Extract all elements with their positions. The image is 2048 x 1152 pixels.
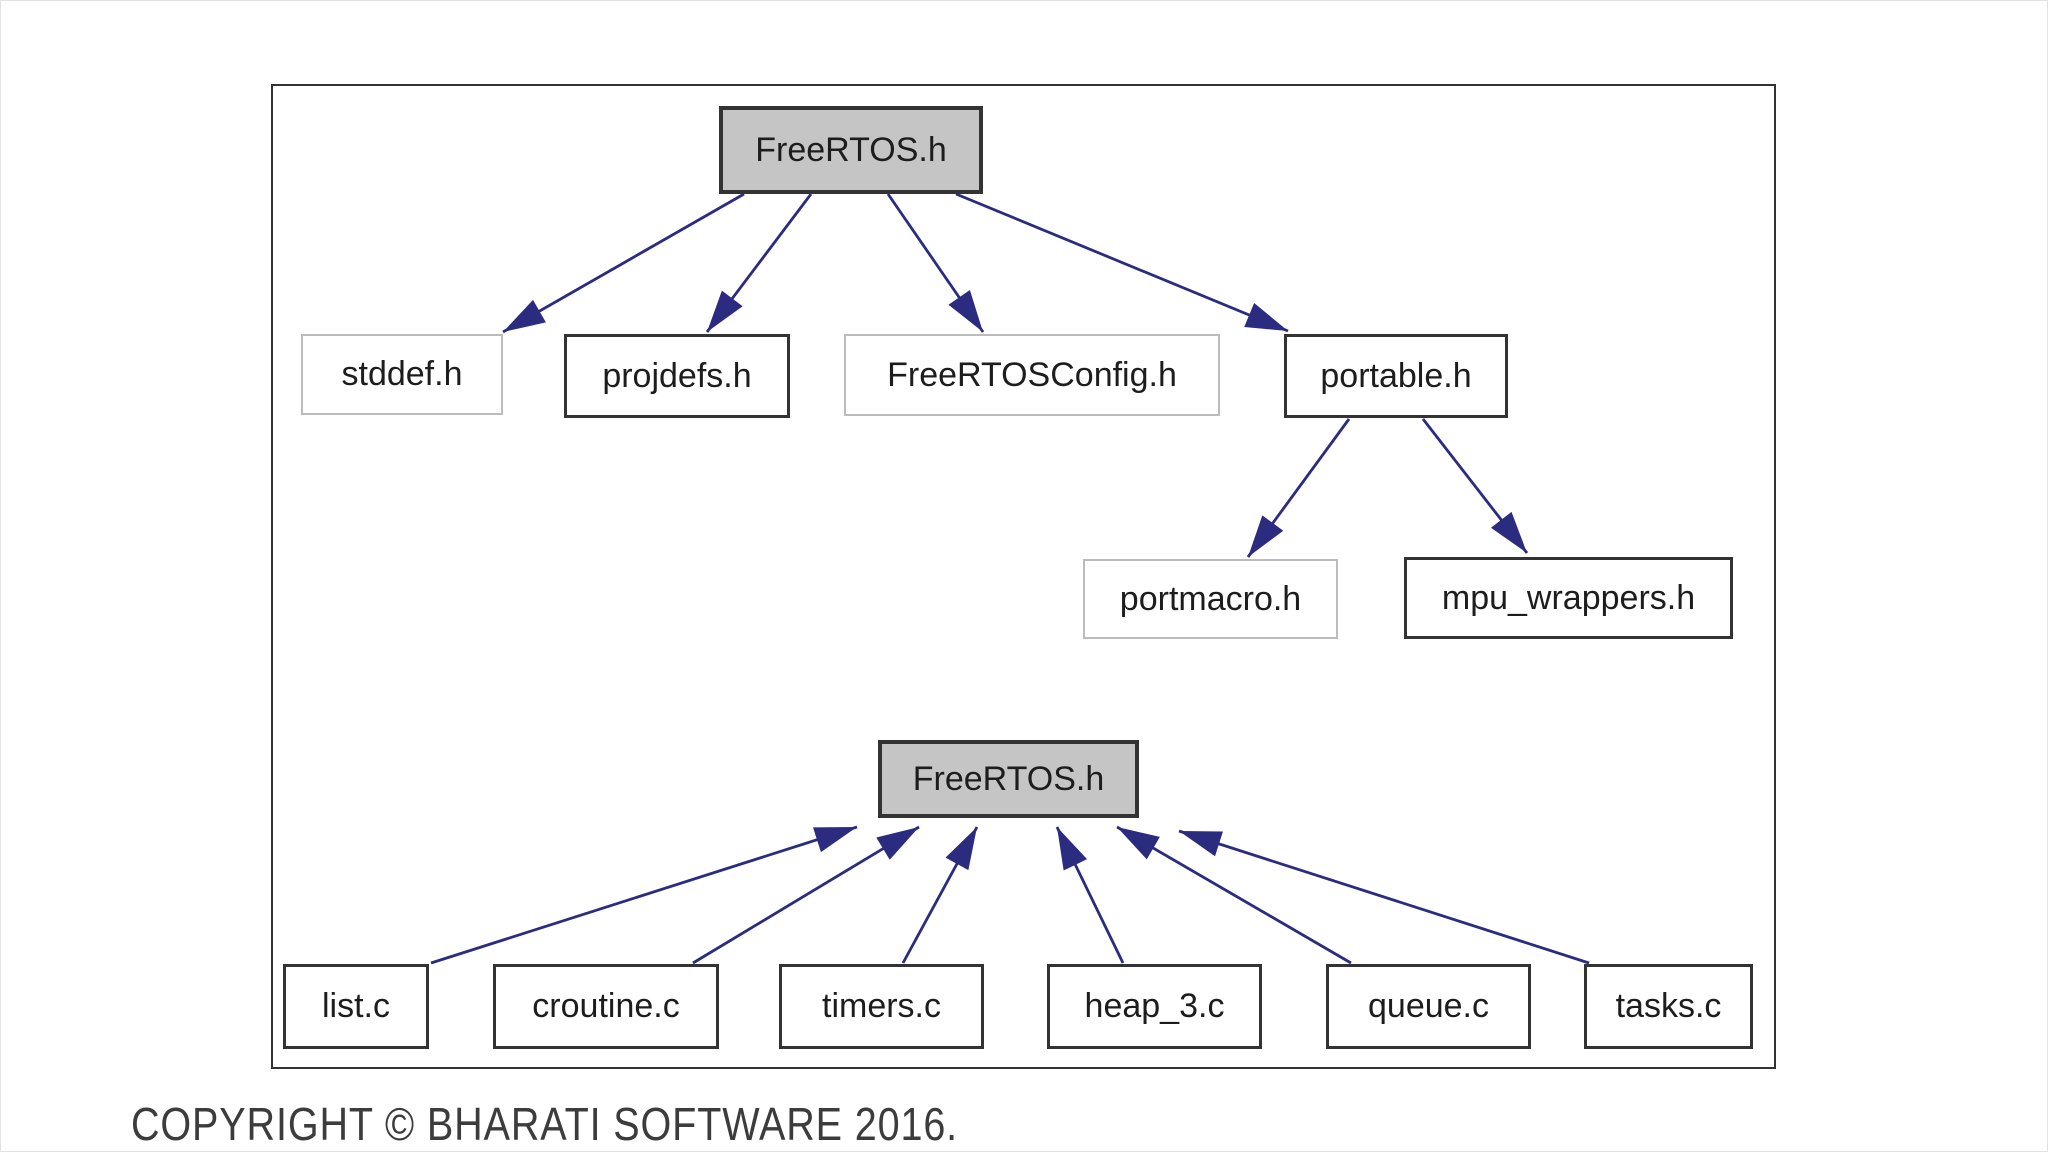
node-projdefs-h[interactable]: projdefs.h (564, 334, 790, 418)
node-freertos-h-top[interactable]: FreeRTOS.h (719, 106, 983, 194)
node-freertosconfig-h[interactable]: FreeRTOSConfig.h (844, 334, 1220, 416)
node-stddef-h[interactable]: stddef.h (301, 334, 503, 415)
node-mpu-wrappers-h[interactable]: mpu_wrappers.h (1404, 557, 1733, 639)
node-croutine-c[interactable]: croutine.c (493, 964, 719, 1049)
node-queue-c[interactable]: queue.c (1326, 964, 1531, 1049)
node-freertos-h-bottom[interactable]: FreeRTOS.h (878, 740, 1139, 818)
node-tasks-c[interactable]: tasks.c (1584, 964, 1753, 1049)
node-list-c[interactable]: list.c (283, 964, 429, 1049)
node-timers-c[interactable]: timers.c (779, 964, 984, 1049)
node-portmacro-h[interactable]: portmacro.h (1083, 559, 1338, 639)
copyright-text: COPYRIGHT © BHARATI SOFTWARE 2016. (131, 1098, 959, 1150)
diagram-frame (271, 84, 1776, 1069)
node-heap-3-c[interactable]: heap_3.c (1047, 964, 1262, 1049)
node-portable-h[interactable]: portable.h (1284, 334, 1508, 418)
